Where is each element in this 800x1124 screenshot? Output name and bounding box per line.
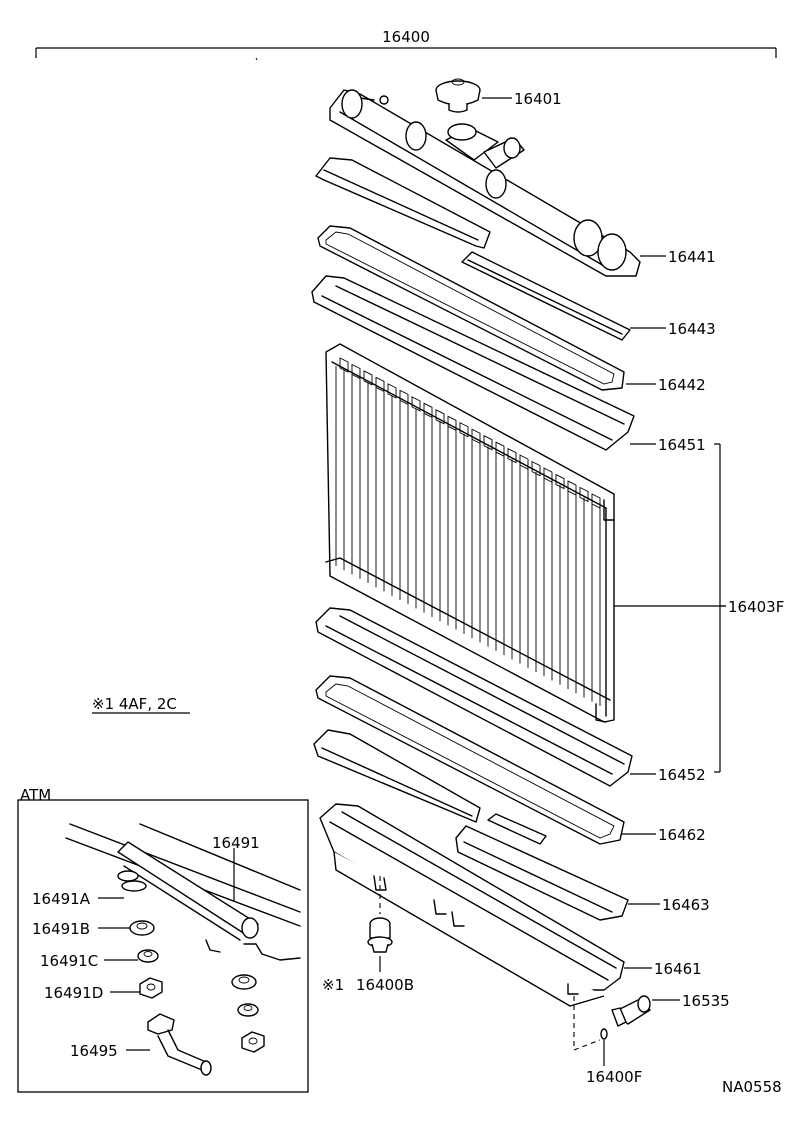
- mount-bushing-drawing: [367, 917, 393, 953]
- lower-frame-drawing: [313, 729, 629, 921]
- part-label-16491: 16491: [212, 834, 260, 852]
- oil-cooler-pipe-drawing: [65, 823, 301, 961]
- upper-core-plate-frame-drawing: [315, 157, 631, 341]
- part-label-16442: 16442: [658, 376, 706, 394]
- upper-core-plate-drawing: [311, 275, 635, 451]
- part-label-16451: 16451: [658, 436, 706, 454]
- lower-gasket-drawing: [315, 675, 625, 845]
- washer-16491B-drawing: [129, 920, 155, 936]
- part-label-16461: 16461: [654, 960, 702, 978]
- part-label-16463: 16463: [662, 896, 710, 914]
- hose-16495-drawing: [147, 1013, 212, 1076]
- drain-cock-drawing: [611, 995, 651, 1027]
- part-label-16452: 16452: [658, 766, 706, 784]
- inset-title: ATM: [20, 786, 51, 804]
- radiator-core-drawing: [325, 343, 615, 723]
- atm-inset-frame: [17, 799, 309, 1093]
- drain-plug-drawing: [600, 1028, 608, 1040]
- upper-gasket-drawing: [317, 225, 625, 391]
- part-label-16491A: 16491A: [32, 890, 91, 908]
- radiator-cap-drawing: [435, 78, 481, 113]
- drawing-code: NA0558: [722, 1078, 782, 1096]
- upper-tank-drawing: [329, 89, 641, 277]
- part-label-16491D: 16491D: [44, 984, 103, 1002]
- part-label-16400F: 16400F: [586, 1068, 642, 1086]
- lower-core-plate-drawing: [315, 607, 633, 787]
- part-label-16495: 16495: [70, 1042, 118, 1060]
- core-kit-bracket: [714, 443, 726, 773]
- assembly-bracket: [35, 47, 777, 61]
- part-label-16443: 16443: [668, 320, 716, 338]
- washer-16491C-drawing: [137, 949, 159, 963]
- part-label-16535: 16400B: [356, 976, 414, 994]
- assembly-number-label: 16400: [382, 28, 430, 46]
- part-label-16401: 16401: [514, 90, 562, 108]
- nut-16491D-drawing: [139, 977, 163, 999]
- applicability-note: ※1 4AF, 2C: [92, 695, 177, 713]
- part-label-16491B: 16491B: [32, 920, 90, 938]
- part-label-16462: 16462: [658, 826, 706, 844]
- part-label-16491C: 16491C: [40, 952, 98, 970]
- footnote-marker-16535: ※1: [322, 976, 344, 994]
- part-label-16441: 16441: [668, 248, 716, 266]
- part-label-16400B: 16535: [682, 992, 730, 1010]
- lower-tank-drawing: [319, 803, 625, 1007]
- spare-washers-drawing: [231, 974, 265, 1053]
- part-label-16403F: 16403F: [728, 598, 784, 616]
